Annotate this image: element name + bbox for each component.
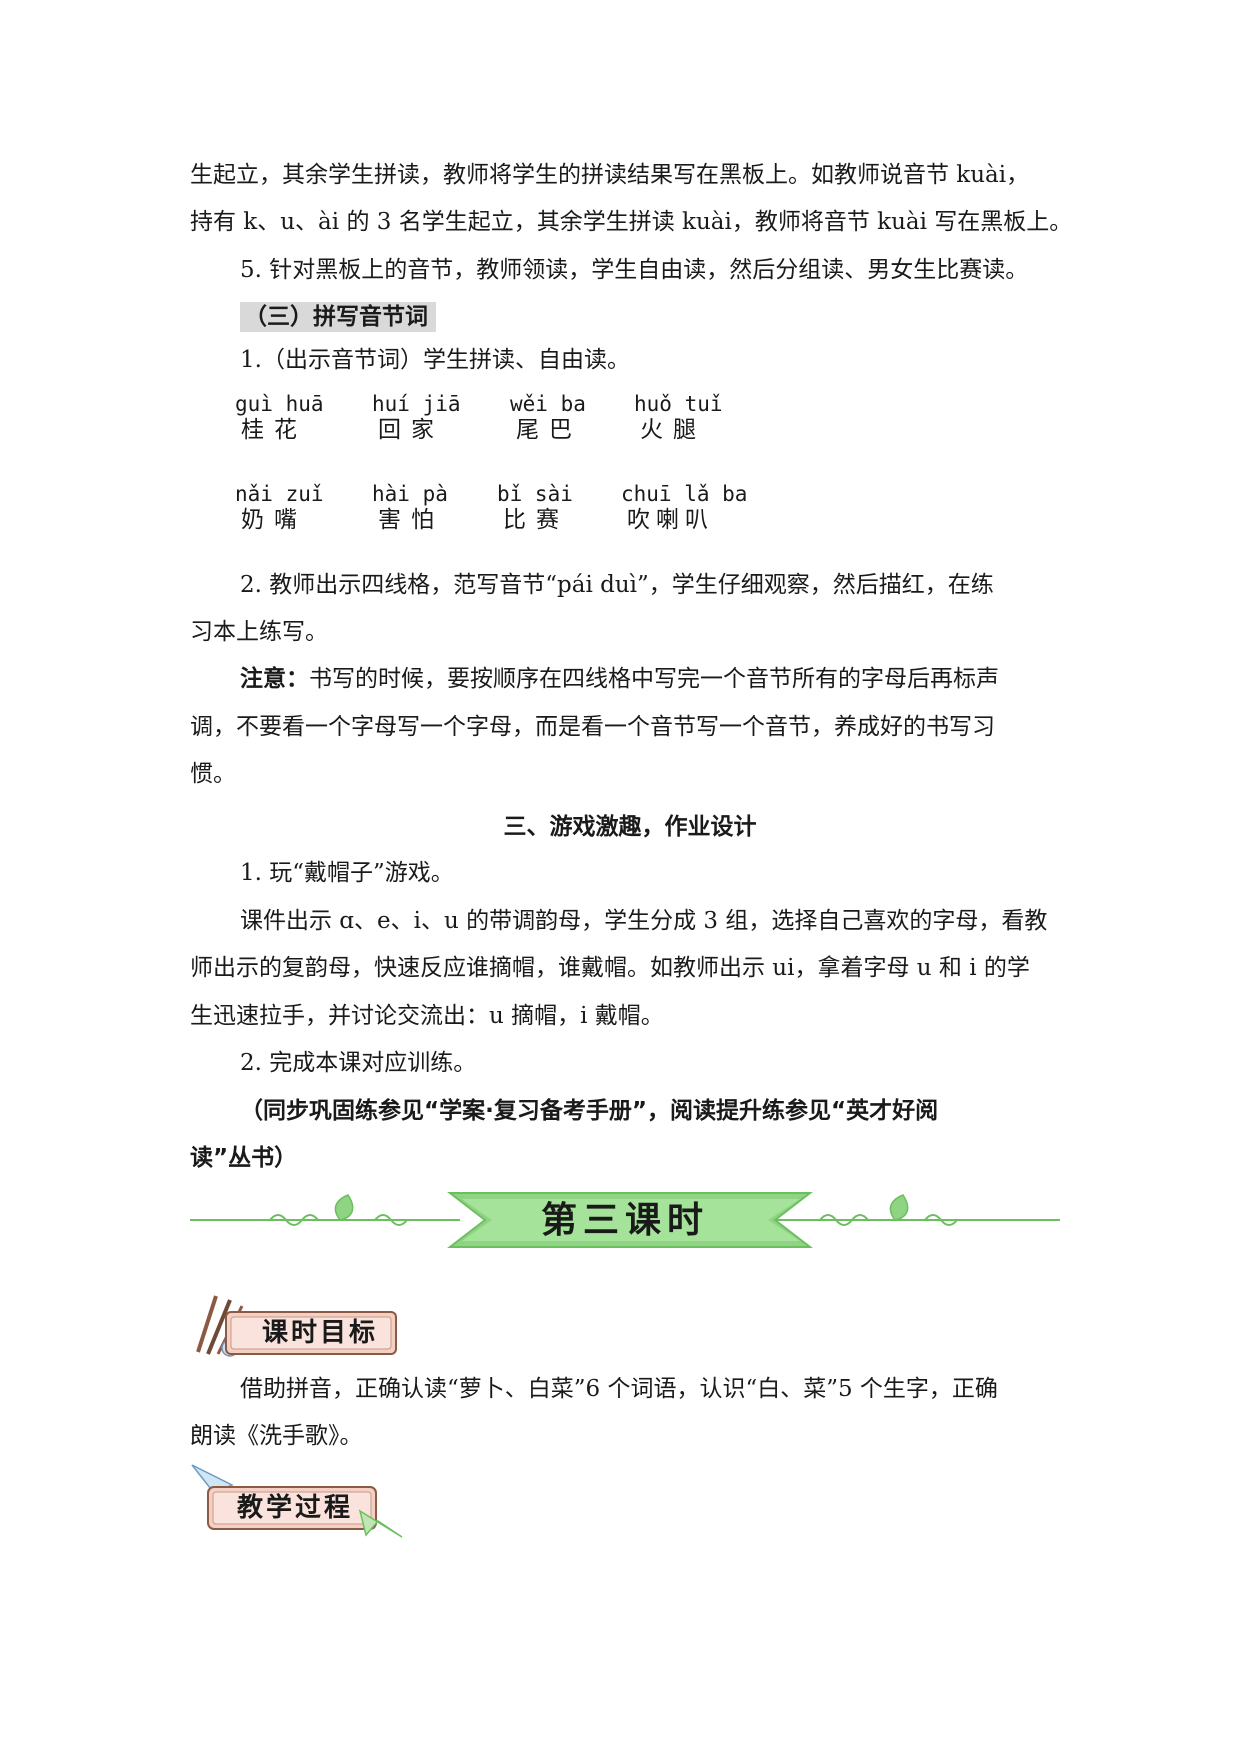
note-label: 注意： (240, 666, 309, 692)
pinyin-word: huí jiā 回家 (372, 392, 492, 444)
swirl-icon (374, 1214, 408, 1226)
paragraph-line: 1. 玩“戴帽子”游戏。 (240, 860, 454, 886)
pinyin-word: wěi ba 尾巴 (510, 392, 630, 444)
pinyin-word: bǐ sài 比赛 (497, 482, 617, 534)
pinyin-word: nǎi zuǐ 奶嘴 (235, 482, 355, 534)
paragraph-line: 持有 k、u、ài 的 3 名学生起立，其余学生拼读 kuài，教师将音节 ku… (190, 209, 1073, 235)
hanzi-text: 尾巴 (516, 417, 582, 443)
paragraph-line: 惯。 (190, 761, 236, 787)
swirl-icon (924, 1214, 958, 1226)
pinyin-text: wěi ba (510, 392, 586, 416)
hanzi-text: 害怕 (378, 507, 444, 533)
pinyin-text: guì huā (235, 392, 324, 416)
hanzi-text: 比赛 (503, 507, 569, 533)
swirl-icon (269, 1214, 319, 1226)
pinyin-word: hài pà 害怕 (372, 482, 492, 534)
hanzi-text: 奶嘴 (241, 507, 307, 533)
lesson-banner: 第三课时 (190, 1185, 1060, 1255)
subsection-heading: （三）拼写音节词 (240, 302, 436, 332)
process-badge-label: 教学过程 (236, 1493, 353, 1523)
pinyin-word: huǒ tuǐ 火腿 (634, 392, 754, 444)
pinyin-word: guì huā 桂花 (235, 392, 355, 444)
paragraph-line: 师出示的复韵母，快速反应谁摘帽，谁戴帽。如教师出示 ui，拿着字母 u 和 i … (190, 955, 1030, 981)
banner-decoration (190, 1192, 1060, 1248)
brush-icon (196, 1295, 397, 1357)
process-badge: 教学过程 (190, 1463, 405, 1543)
reference-line: （同步巩固练参见“学案·复习备考手册”，阅读提升练参见“英才好阅 (240, 1098, 939, 1124)
paragraph-line: 朗读《洗手歌》。 (190, 1423, 363, 1449)
paragraph-line: 借助拼音，正确认读“萝卜、白菜”6 个词语，认识“白、菜”5 个生字，正确 (240, 1376, 998, 1402)
paragraph-line: 习本上练写。 (190, 619, 328, 645)
hanzi-text: 桂花 (241, 417, 307, 443)
paragraph-line: 1.（出示音节词）学生拼读、自由读。 (240, 347, 630, 373)
pinyin-text: nǎi zuǐ (235, 482, 324, 506)
paragraph-line: 5. 针对黑板上的音节，教师领读，学生自由读，然后分组读、男女生比赛读。 (240, 257, 1029, 283)
paragraph-line: 调，不要看一个字母写一个字母，而是看一个音节写一个音节，养成好的书写习 (190, 714, 995, 740)
paragraph-line: 课件出示 ɑ、e、i、u 的带调韵母，学生分成 3 组，选择自己喜欢的字母，看教 (240, 908, 1048, 934)
pinyin-text: hài pà (372, 482, 448, 506)
reference-line: 读”丛书） (190, 1145, 298, 1171)
objective-badge: 课时目标 (190, 1290, 400, 1360)
leaf-icon (334, 1194, 354, 1221)
pinyin-text: huǒ tuǐ (634, 392, 723, 416)
pinyin-text: chuī lǎ ba (621, 482, 748, 506)
note-text: 书写的时候，要按顺序在四线格中写完一个音节所有的字母后再标声 (309, 666, 999, 692)
hanzi-text: 回家 (378, 417, 444, 443)
paper-plane-icon (191, 1464, 403, 1538)
pinyin-text: bǐ sài (497, 482, 573, 506)
note-line: 注意：书写的时候，要按顺序在四线格中写完一个音节所有的字母后再标声 (240, 664, 1070, 694)
paragraph-line: 生迅速拉手，并讨论交流出：u 摘帽，i 戴帽。 (190, 1003, 664, 1029)
hanzi-text: 吹喇叭 (627, 507, 714, 533)
paragraph-line: 2. 完成本课对应训练。 (240, 1050, 477, 1076)
paragraph-line: 生起立，其余学生拼读，教师将学生的拼读结果写在黑板上。如教师说音节 kuài， (190, 162, 1030, 188)
leaf-icon (889, 1194, 909, 1221)
pinyin-word: chuī lǎ ba 吹喇叭 (621, 482, 771, 534)
swirl-icon (819, 1214, 869, 1226)
section-heading: 三、游戏激趣，作业设计 (503, 814, 757, 840)
paragraph-line: 2. 教师出示四线格，范写音节“pái duì”，学生仔细观察，然后描红，在练 (240, 572, 994, 598)
banner-title: 第三课时 (540, 1199, 709, 1241)
objective-badge-label: 课时目标 (261, 1318, 378, 1348)
pinyin-text: huí jiā (372, 392, 461, 416)
hanzi-text: 火腿 (640, 417, 706, 443)
